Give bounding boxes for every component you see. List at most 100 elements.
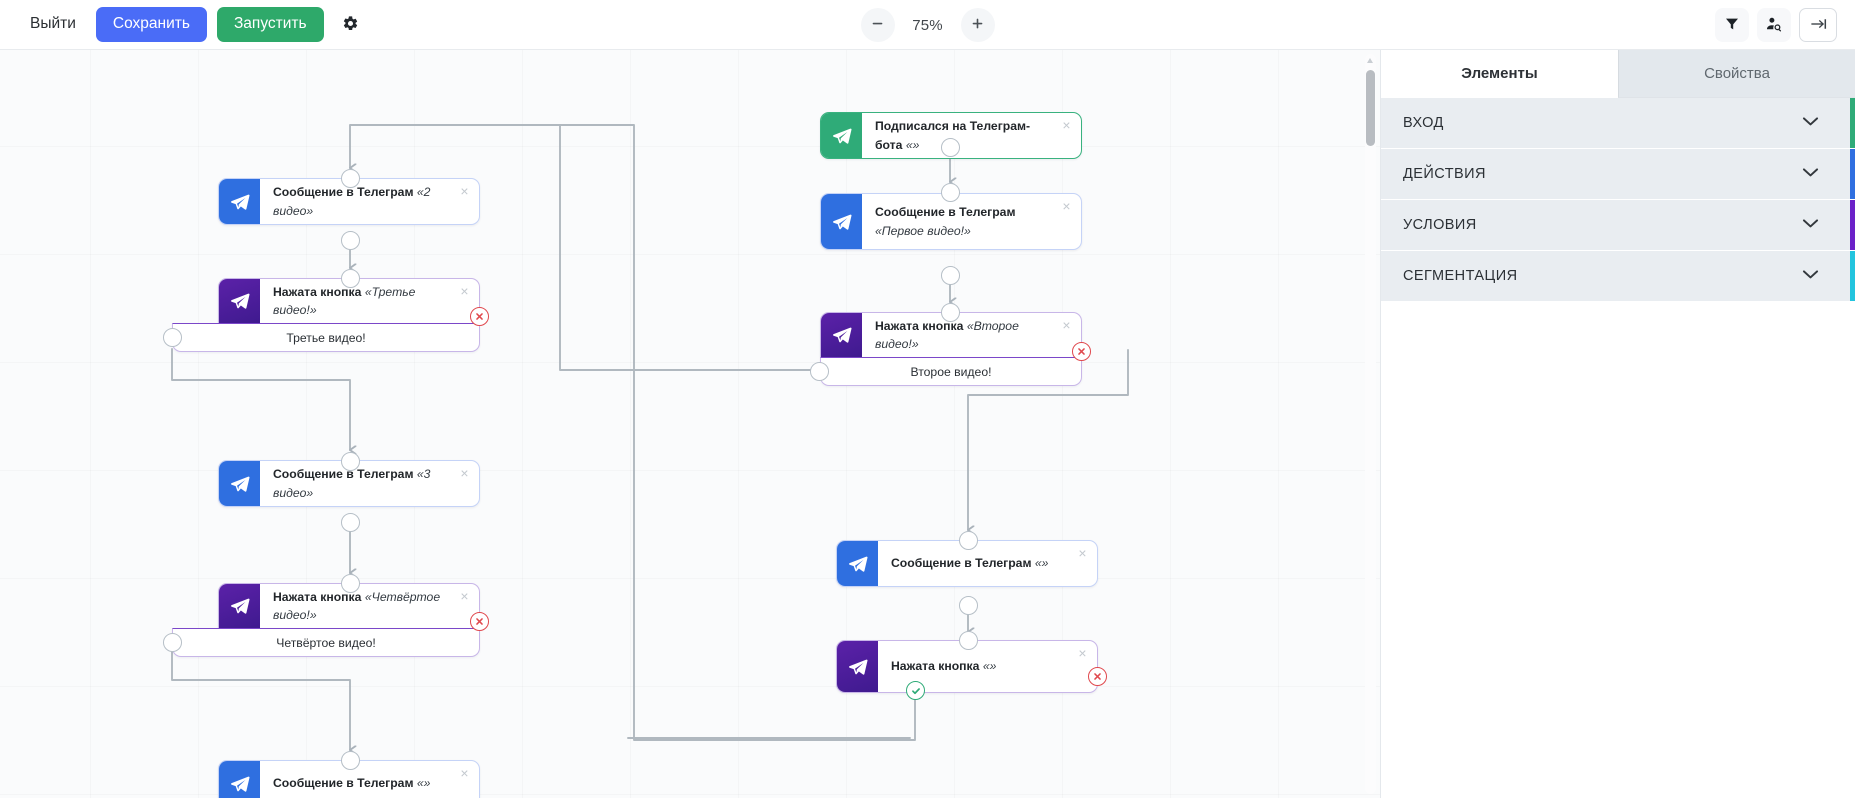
node-close-icon[interactable]: × bbox=[1062, 117, 1071, 133]
node-close-icon[interactable]: × bbox=[460, 183, 469, 199]
node-port-in[interactable] bbox=[341, 269, 360, 288]
right-panel: Элементы Свойства ВХОД ДЕЙСТВИЯ УСЛОВИЯ bbox=[1380, 50, 1855, 798]
zoom-out-button[interactable] bbox=[860, 8, 895, 42]
reply-port-in[interactable] bbox=[810, 362, 829, 381]
telegram-icon bbox=[821, 113, 862, 158]
accordion-label: СЕГМЕНТАЦИЯ bbox=[1403, 268, 1518, 284]
node-error-badge[interactable] bbox=[470, 307, 489, 326]
telegram-icon bbox=[219, 761, 260, 798]
node-port-in[interactable] bbox=[341, 751, 360, 770]
node-port-in[interactable] bbox=[341, 452, 360, 471]
toolbar-right-group bbox=[1715, 0, 1837, 50]
telegram-icon bbox=[219, 461, 260, 506]
flow-node-label: Нажата кнопка «Второе видео!» bbox=[875, 318, 1019, 351]
node-port-out[interactable] bbox=[341, 513, 360, 532]
run-button[interactable]: Запустить bbox=[216, 7, 324, 42]
panel-accordion: ВХОД ДЕЙСТВИЯ УСЛОВИЯ СЕГМЕНТАЦИЯ bbox=[1381, 98, 1855, 302]
reply-button-label: Четвёртое видео! bbox=[276, 635, 376, 650]
accordion-section-usloviya[interactable]: УСЛОВИЯ bbox=[1381, 200, 1855, 251]
node-port-in[interactable] bbox=[941, 303, 960, 322]
flow-node-label: Подписался на Телеграм-бота «» bbox=[875, 119, 1031, 152]
node-close-icon[interactable]: × bbox=[1078, 645, 1087, 661]
zoom-level-value: 75% bbox=[912, 16, 943, 34]
zoom-in-button[interactable] bbox=[960, 8, 995, 42]
flow-node-label: Сообщение в Телеграм «2 видео» bbox=[273, 185, 431, 218]
flow-node-label: Сообщение в Телеграм «» bbox=[273, 776, 431, 791]
canvas-vertical-scrollbar[interactable] bbox=[1365, 54, 1376, 794]
node-port-out[interactable] bbox=[941, 138, 960, 157]
node-port-out[interactable] bbox=[941, 266, 960, 285]
accordion-label: УСЛОВИЯ bbox=[1403, 217, 1477, 233]
reply-button-label: Второе видео! bbox=[910, 364, 992, 379]
node-port-out[interactable] bbox=[341, 231, 360, 250]
chevron-down-icon bbox=[1802, 115, 1819, 131]
accordion-color-stripe bbox=[1850, 200, 1855, 250]
flow-node-reply-button[interactable]: Четвёртое видео! bbox=[172, 628, 480, 657]
node-close-icon[interactable]: × bbox=[460, 465, 469, 481]
node-port-in[interactable] bbox=[341, 169, 360, 188]
telegram-icon bbox=[821, 194, 862, 249]
accordion-color-stripe bbox=[1850, 149, 1855, 199]
flow-node-label: Нажата кнопка «Третье видео!» bbox=[273, 284, 416, 317]
chevron-down-icon bbox=[1802, 268, 1819, 284]
node-error-badge[interactable] bbox=[1088, 667, 1107, 686]
node-port-in[interactable] bbox=[941, 183, 960, 202]
user-search-icon bbox=[1765, 15, 1783, 36]
telegram-icon bbox=[219, 279, 260, 323]
reply-port-out[interactable] bbox=[163, 633, 182, 652]
reply-port-out[interactable] bbox=[163, 328, 182, 347]
settings-button[interactable] bbox=[334, 8, 368, 42]
user-search-button[interactable] bbox=[1757, 8, 1791, 42]
node-close-icon[interactable]: × bbox=[460, 283, 469, 299]
tab-properties[interactable]: Свойства bbox=[1618, 50, 1855, 98]
scrollbar-thumb[interactable] bbox=[1366, 70, 1375, 146]
flow-node-label: Сообщение в Телеграм «» bbox=[891, 556, 1049, 571]
collapse-panel-button[interactable] bbox=[1799, 8, 1837, 42]
arrow-to-right-icon bbox=[1809, 16, 1828, 35]
flow-node-label: Нажата кнопка «» bbox=[891, 659, 997, 674]
node-close-icon[interactable]: × bbox=[1062, 198, 1071, 214]
accordion-label: ДЕЙСТВИЯ bbox=[1403, 166, 1486, 182]
flow-node-reply-button[interactable]: Второе видео! bbox=[820, 357, 1082, 386]
flow-node-button-press[interactable]: Нажата кнопка «Четвёртое видео!» × bbox=[218, 583, 480, 628]
node-port-in[interactable] bbox=[959, 631, 978, 650]
node-close-icon[interactable]: × bbox=[1078, 545, 1087, 561]
filter-button[interactable] bbox=[1715, 8, 1749, 42]
flow-canvas[interactable]: Подписался на Телеграм-бота «» × Сообщен… bbox=[0, 50, 1380, 798]
flow-edges bbox=[171, 124, 1129, 798]
node-port-out[interactable] bbox=[959, 596, 978, 615]
tab-elements-label: Элементы bbox=[1461, 64, 1538, 82]
accordion-section-vhod[interactable]: ВХОД bbox=[1381, 98, 1855, 149]
scrollbar-track[interactable] bbox=[1365, 54, 1376, 794]
node-port-in[interactable] bbox=[341, 574, 360, 593]
telegram-icon bbox=[219, 179, 260, 224]
zoom-controls: 75% bbox=[0, 0, 1855, 50]
accordion-label: ВХОД bbox=[1403, 115, 1444, 131]
tab-properties-label: Свойства bbox=[1704, 65, 1770, 82]
node-close-icon[interactable]: × bbox=[460, 588, 469, 604]
flow-node-reply-button[interactable]: Третье видео! bbox=[172, 323, 480, 352]
flow-node-label: Нажата кнопка «Четвёртое видео!» bbox=[273, 589, 441, 622]
plus-icon bbox=[971, 17, 984, 33]
exit-button[interactable]: Выйти bbox=[22, 8, 86, 41]
reply-button-label: Третье видео! bbox=[286, 330, 366, 345]
save-button[interactable]: Сохранить bbox=[95, 7, 207, 42]
node-success-badge[interactable] bbox=[906, 681, 925, 700]
scroll-up-arrow-icon[interactable] bbox=[1367, 58, 1373, 63]
node-port-in[interactable] bbox=[959, 531, 978, 550]
flow-node-message[interactable]: Сообщение в Телеграм «Первое видео!» × bbox=[820, 193, 1082, 250]
node-close-icon[interactable]: × bbox=[1062, 317, 1071, 333]
telegram-icon bbox=[219, 584, 260, 628]
accordion-section-segmentaciya[interactable]: СЕГМЕНТАЦИЯ bbox=[1381, 251, 1855, 302]
node-close-icon[interactable]: × bbox=[460, 765, 469, 781]
flow-node-label: Сообщение в Телеграм «3 видео» bbox=[273, 467, 431, 500]
top-toolbar: Выйти Сохранить Запустить 75% bbox=[0, 0, 1855, 50]
panel-tabs: Элементы Свойства bbox=[1381, 50, 1855, 98]
telegram-icon bbox=[837, 641, 878, 692]
node-error-badge[interactable] bbox=[470, 612, 489, 631]
accordion-section-deystviya[interactable]: ДЕЙСТВИЯ bbox=[1381, 149, 1855, 200]
tab-elements[interactable]: Элементы bbox=[1381, 50, 1618, 98]
node-error-badge[interactable] bbox=[1072, 342, 1091, 361]
toolbar-left-group: Выйти Сохранить Запустить bbox=[0, 7, 368, 42]
filter-icon bbox=[1724, 16, 1740, 35]
